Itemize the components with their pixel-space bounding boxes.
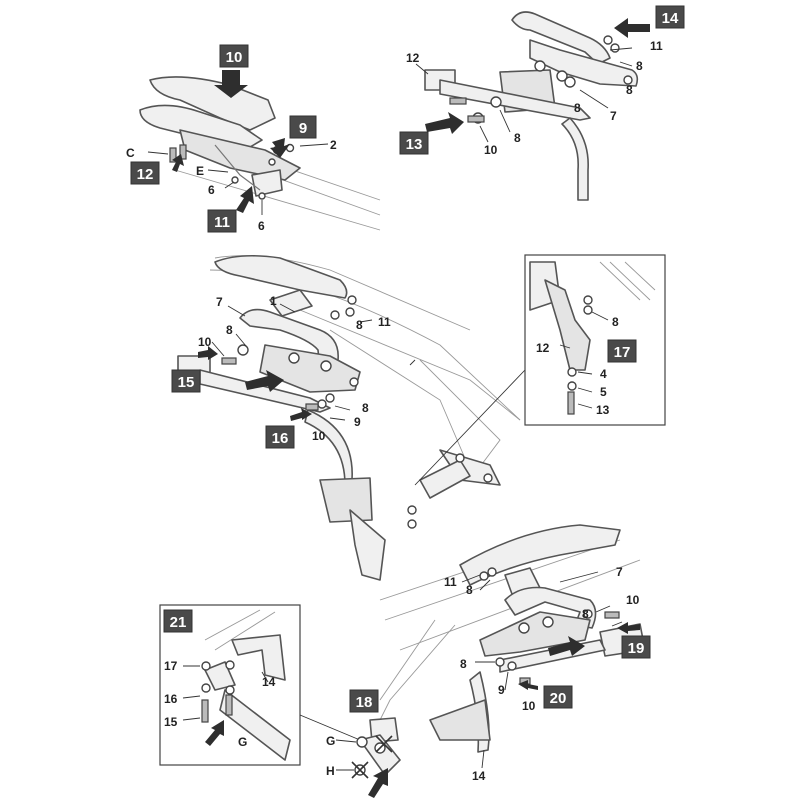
- callout-12a: 12: [406, 51, 420, 65]
- callout-8c: 8: [574, 101, 581, 115]
- callout-G2: G: [326, 734, 335, 748]
- callout-13: 13: [596, 403, 610, 417]
- arrows: [172, 18, 650, 798]
- callout-G1: G: [238, 735, 247, 749]
- step-label-17: 17: [614, 344, 631, 361]
- callout-15: 15: [164, 715, 178, 729]
- callout-8b: 8: [626, 83, 633, 97]
- step-label-16: 16: [272, 430, 289, 447]
- step-label-9: 9: [299, 120, 307, 137]
- arrow-10: [214, 70, 248, 98]
- step-box-14: [655, 5, 685, 29]
- callout-10b: 10: [198, 335, 212, 349]
- step-box-18: [349, 689, 379, 713]
- callout-6a: 6: [208, 183, 215, 197]
- step-label-10: 10: [226, 49, 243, 66]
- step-box-15: [171, 369, 201, 393]
- callout-8a: 8: [636, 59, 643, 73]
- callout-11c: 11: [444, 575, 457, 589]
- arrow-19: [548, 636, 585, 656]
- panel-top-left: [139, 76, 381, 231]
- callout-10e: 10: [522, 699, 536, 713]
- step-box-10: [219, 44, 249, 68]
- callout-16: 16: [164, 692, 178, 706]
- callout-6b: 6: [258, 219, 265, 233]
- step-label-19: 19: [628, 640, 645, 657]
- callout-9a: 9: [354, 415, 361, 429]
- callout-C: C: [126, 146, 135, 160]
- detail-18: [335, 717, 401, 779]
- callout-12b: 12: [536, 341, 550, 355]
- callout-E: E: [196, 164, 204, 178]
- callout-H: H: [326, 764, 335, 778]
- arrow-16: [290, 408, 312, 421]
- callout-5: 5: [600, 385, 607, 399]
- arrow-9: [270, 138, 290, 158]
- step-box-13: [399, 131, 429, 155]
- arrow-15b: [245, 370, 284, 392]
- callout-10c: 10: [312, 429, 326, 443]
- step-box-21: [163, 609, 193, 633]
- step-label-21: 21: [170, 614, 187, 631]
- inset-21: [182, 609, 361, 761]
- arrow-19b: [617, 622, 640, 634]
- callout-8f: 8: [356, 318, 363, 332]
- callout-10a: 10: [484, 143, 498, 157]
- callout-11b: 11: [378, 315, 391, 329]
- callout-11a: 11: [650, 39, 663, 53]
- callout-8k: 8: [460, 657, 467, 671]
- callout-9b: 9: [498, 683, 505, 697]
- inset-17-frame: [524, 254, 666, 426]
- callout-7b: 7: [216, 295, 223, 309]
- step-label-12: 12: [137, 166, 154, 183]
- step-box-20: [543, 685, 573, 709]
- part-callouts: 2 C E 6 6 12 11 8 8 8 7 10 8 1 7 8 10 8 …: [126, 39, 663, 783]
- step-badges: 9 10 11 12 13 14 15 16 17 18 19 20 21: [130, 5, 685, 713]
- step-label-15: 15: [178, 374, 195, 391]
- step-box-9: [289, 115, 317, 139]
- arrow-11: [236, 186, 254, 213]
- step-box-16: [265, 425, 295, 449]
- arrow-12: [172, 154, 184, 172]
- callout-8g: 8: [362, 401, 369, 415]
- callout-8d: 8: [514, 131, 521, 145]
- callout-14b: 14: [262, 675, 276, 689]
- arrow-13: [425, 112, 464, 134]
- callout-10d: 10: [626, 593, 640, 607]
- step-box-19: [621, 635, 651, 659]
- step-label-11: 11: [214, 214, 230, 231]
- callout-7c: 7: [616, 565, 623, 579]
- step-label-14: 14: [662, 10, 679, 27]
- arrow-18: [368, 768, 388, 798]
- step-label-13: 13: [406, 136, 423, 153]
- inset-17: [529, 261, 656, 415]
- arrow-14: [614, 18, 650, 38]
- arrow-20: [518, 680, 538, 690]
- callout-7a: 7: [610, 109, 617, 123]
- callout-8j: 8: [582, 607, 589, 621]
- panel-middle: [177, 254, 526, 581]
- step-label-20: 20: [550, 690, 567, 707]
- panel-bottom-right: [369, 524, 646, 769]
- step-box-12: [130, 161, 160, 185]
- callout-1: 1: [270, 294, 277, 308]
- step-box-11: [207, 209, 237, 233]
- callout-8e: 8: [226, 323, 233, 337]
- step-box-17: [607, 339, 637, 363]
- callout-8i: 8: [466, 583, 473, 597]
- step-label-18: 18: [356, 694, 373, 711]
- arrow-15: [198, 346, 218, 360]
- callout-4: 4: [600, 367, 607, 381]
- callout-17: 17: [164, 659, 178, 673]
- arrow-21: [205, 720, 224, 746]
- callout-14a: 14: [472, 769, 486, 783]
- panel-top-right: [415, 11, 639, 201]
- callout-2: 2: [330, 138, 337, 152]
- callout-8h: 8: [612, 315, 619, 329]
